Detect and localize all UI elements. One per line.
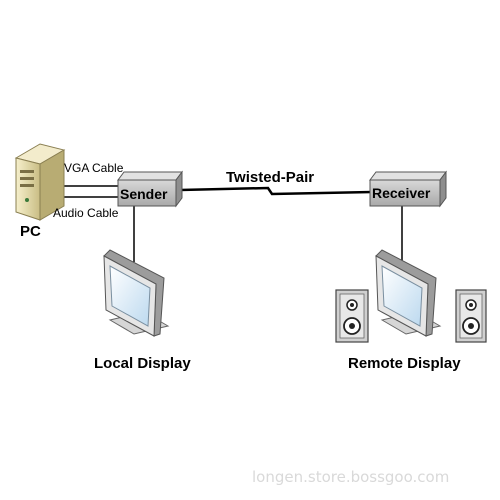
twisted-pair-label: Twisted-Pair [226,169,314,186]
watermark: longen.store.bossgoo.com [252,468,449,486]
left-speaker-icon [335,289,369,343]
pc-tower-icon [14,143,66,221]
local-display-monitor-icon [103,249,170,337]
receiver-box [369,170,447,208]
sender-box [117,170,183,208]
connections [52,185,403,262]
receiver-label: Receiver [372,185,431,201]
sender-label: Sender [120,186,168,202]
remote-display-monitor-icon [375,249,442,337]
vga-cable-label: VGA Cable [64,161,124,175]
audio-cable-label: Audio Cable [53,206,119,220]
remote-display-label: Remote Display [348,355,461,372]
right-speaker-icon [455,289,487,343]
twisted-pair-line [179,186,373,196]
local-display-label: Local Display [94,355,191,372]
pc-label: PC [20,223,41,240]
